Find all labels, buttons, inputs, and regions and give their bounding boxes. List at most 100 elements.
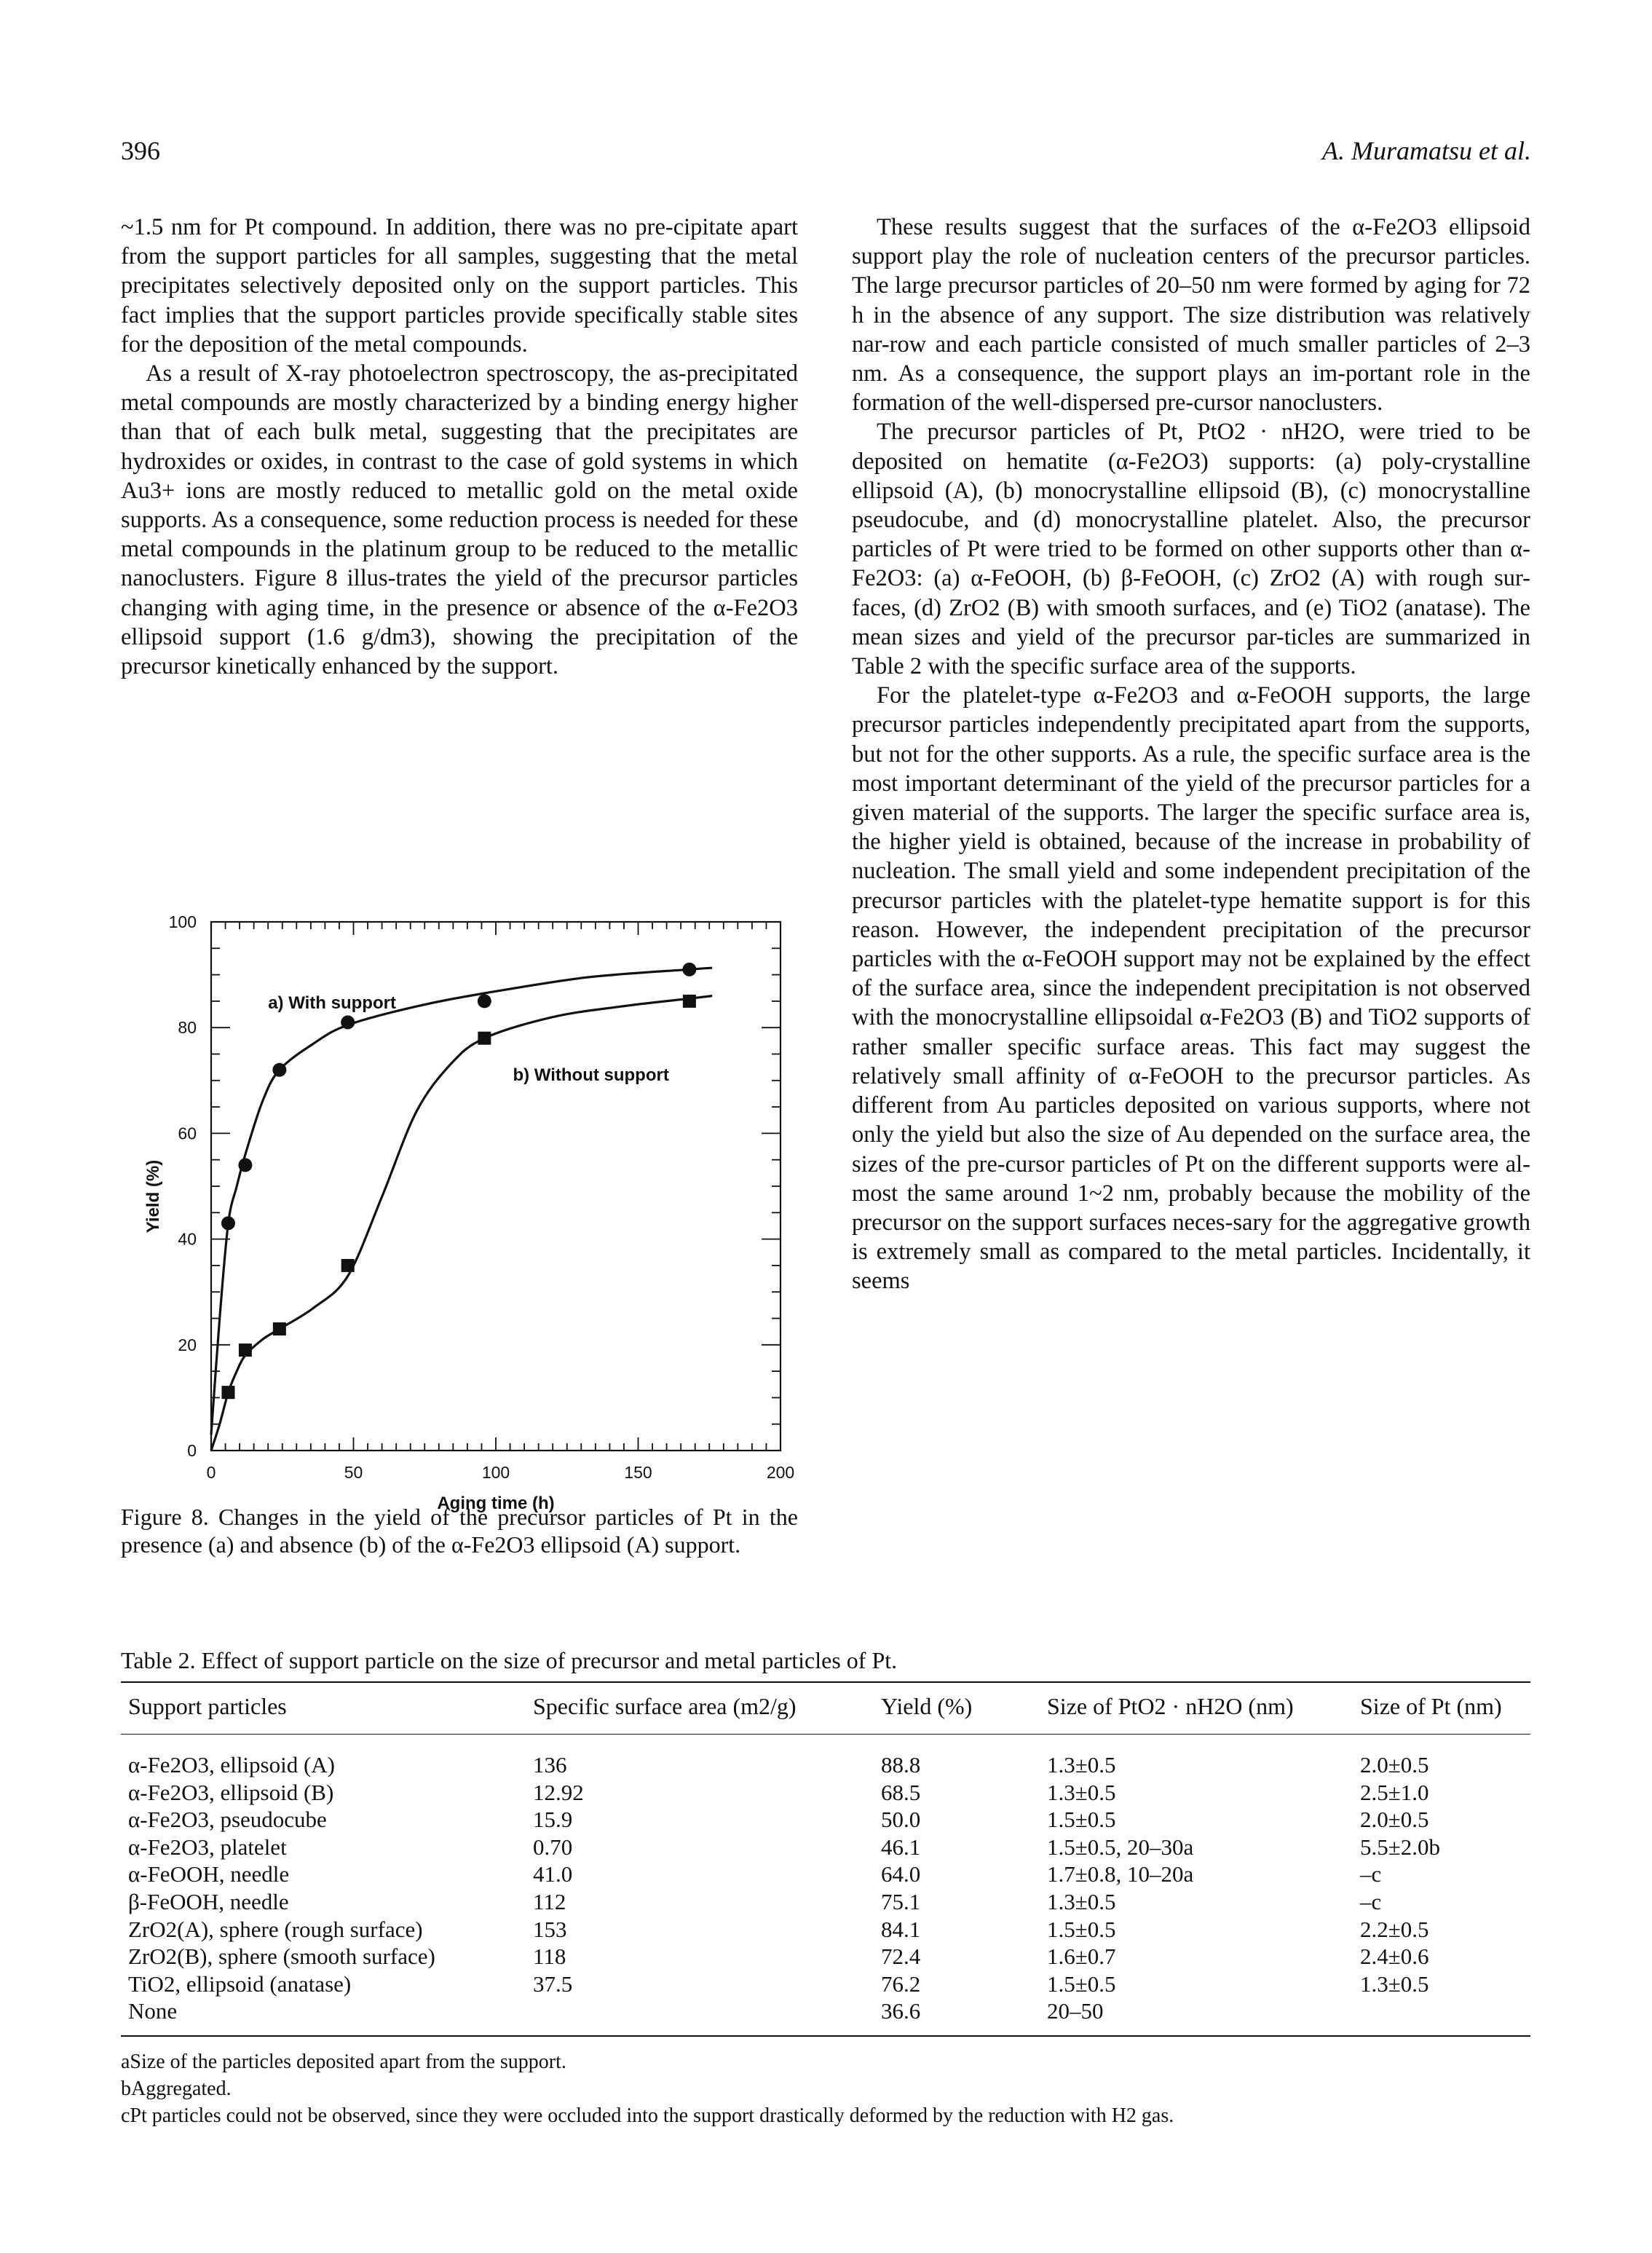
series-line: [210, 966, 713, 1435]
table-cell: 68.5: [881, 1779, 921, 1805]
data-point-circle: [477, 994, 491, 1009]
table-cell: 88.8: [881, 1752, 921, 1777]
series-label: b) Without support: [513, 1065, 668, 1085]
table-row: α-Fe2O3, ellipsoid (B) 12.92 68.5 1.3±0.5 2.…: [121, 1779, 1530, 1807]
table-cell: 1.5±0.5, 20–30a: [1047, 1834, 1194, 1860]
table-cell: 64.0: [881, 1861, 921, 1887]
table-cell: ZrO2(B), sphere (smooth surface): [128, 1944, 435, 1970]
data-point-square: [341, 1258, 355, 1272]
table-rule-bottom: [121, 2035, 1530, 2037]
x-tick-label: 50: [344, 1463, 363, 1482]
page-number: 396: [121, 136, 160, 165]
data-point-square: [221, 1386, 235, 1400]
paragraph: As a result of X-ray photoelectron spect…: [121, 360, 798, 680]
table-cell: β-FeOOH, needle: [128, 1888, 289, 1914]
series-label: a) With support: [268, 993, 396, 1013]
header-cell: Yield (%): [881, 1693, 973, 1719]
table-cell: 1.3±0.5: [1047, 1752, 1116, 1777]
x-tick-label: 100: [482, 1463, 510, 1482]
right-column: These results suggest that the surfaces …: [852, 213, 1530, 1296]
y-tick-label: 40: [178, 1230, 197, 1249]
table-cell: ZrO2(A), sphere (rough surface): [128, 1916, 423, 1942]
table-cell: 76.2: [881, 1970, 921, 1997]
header-cell: Support particles: [128, 1693, 287, 1719]
table-cell: α-Fe2O3, ellipsoid (B): [128, 1779, 334, 1805]
table-cell: 1.7±0.8, 10–20a: [1047, 1861, 1194, 1887]
table-cell: 41.0: [533, 1861, 573, 1887]
data-point-circle: [272, 1062, 287, 1077]
table-cell: 1.3±0.5: [1047, 1779, 1116, 1805]
x-tick-label: 0: [207, 1463, 216, 1482]
data-point-circle: [238, 1158, 253, 1172]
header-cell: Size of PtO2 · nH2O (nm): [1047, 1693, 1294, 1719]
table-cell: 1.3±0.5: [1360, 1970, 1429, 1997]
table-row: None 36.6 20–50: [121, 1997, 1530, 2025]
table-cell: α-Fe2O3, platelet: [128, 1834, 287, 1860]
data-point-circle: [221, 1216, 235, 1231]
table-cell: 136: [533, 1752, 567, 1777]
table-cell: 84.1: [881, 1916, 921, 1942]
table-cell: TiO2, ellipsoid (anatase): [128, 1970, 352, 1997]
header-cell: Size of Pt (nm): [1360, 1693, 1502, 1719]
y-tick-label: 80: [178, 1018, 197, 1037]
paragraph: These results suggest that the surfaces …: [852, 214, 1530, 417]
table-cell: α-FeOOH, needle: [128, 1861, 290, 1887]
table-cell: 112: [533, 1888, 566, 1914]
x-tick-label: 150: [624, 1463, 652, 1482]
table-cell: 1.6±0.7: [1047, 1944, 1116, 1970]
table-cell: 1.5±0.5: [1047, 1916, 1116, 1942]
data-point-square: [272, 1322, 286, 1336]
table-cell: 20–50: [1047, 1998, 1104, 2024]
table-cell: 2.5±1.0: [1360, 1779, 1429, 1805]
table-cell: None: [128, 1998, 178, 2024]
table-cell: 2.4±0.6: [1360, 1944, 1429, 1970]
y-tick-label: 20: [178, 1335, 197, 1354]
running-head: A. Muramatsu et al.: [1322, 136, 1531, 165]
table-row: α-FeOOH, needle 41.0 64.0 1.7±0.8, 10–20a –c: [121, 1861, 1530, 1888]
table-cell: 12.92: [533, 1779, 584, 1805]
table-cell: α-Fe2O3, ellipsoid (A): [128, 1752, 336, 1777]
table-rule-mid: [121, 1734, 1530, 1735]
data-point-square: [682, 994, 696, 1008]
y-tick-label: 60: [178, 1124, 197, 1143]
table-cell: 36.6: [881, 1998, 921, 2024]
footnote: aSize of the particles deposited apart f…: [121, 2051, 566, 2073]
x-tick-label: 200: [767, 1463, 794, 1482]
table-row: ZrO2(B), sphere (smooth surface) 118 72.4 1…: [121, 1943, 1530, 1970]
table-cell: 15.9: [533, 1807, 573, 1833]
left-column: ~1.5 nm for Pt compound. In addition, th…: [121, 213, 798, 681]
table-row: ZrO2(A), sphere (rough surface) 153 84.1 1.…: [121, 1916, 1530, 1944]
table-cell: –c: [1360, 1861, 1382, 1887]
y-tick-label: 100: [169, 912, 197, 931]
table-header: Support particles Specific surface area …: [121, 1693, 1530, 1729]
paragraph: For the platelet-type α-Fe2O3 and α-FeOO…: [852, 682, 1530, 1295]
table-cell: 118: [533, 1944, 566, 1970]
table-cell: 2.2±0.5: [1360, 1916, 1429, 1942]
table-cell: 0.70: [533, 1834, 573, 1860]
table-cell: 153: [533, 1916, 567, 1942]
x-axis-label: Aging time (h): [437, 1494, 554, 1513]
data-point-square: [478, 1031, 491, 1045]
figure-caption: Figure 8. Changes in the yield of the pr…: [121, 1504, 798, 1558]
table-body: α-Fe2O3, ellipsoid (A) 136 88.8 1.3±0.5 2.0±…: [121, 1751, 1530, 2025]
table-cell: 72.4: [881, 1944, 921, 1970]
table-row: α-Fe2O3, platelet 0.70 46.1 1.5±0.5, 20–30a…: [121, 1834, 1530, 1861]
table-cell: 46.1: [881, 1834, 921, 1860]
data-point-square: [238, 1343, 252, 1357]
y-tick-label: 0: [187, 1441, 197, 1460]
table-footnotes: aSize of the particles deposited apart f…: [121, 2048, 1530, 2129]
table-cell: 1.5±0.5: [1047, 1970, 1116, 1997]
data-point-circle: [341, 1015, 355, 1030]
table-row: α-Fe2O3, ellipsoid (A) 136 88.8 1.3±0.5 2.0±…: [121, 1751, 1530, 1779]
y-axis-label: Yield (%): [143, 1160, 163, 1233]
table-cell: 2.0±0.5: [1360, 1752, 1429, 1777]
paragraph: The precursor particles of Pt, PtO2 · nH…: [852, 419, 1530, 680]
table-caption: Table 2. Effect of support particle on t…: [121, 1647, 898, 1673]
table-cell: 75.1: [881, 1888, 921, 1914]
table-cell: 5.5±2.0b: [1360, 1834, 1441, 1860]
